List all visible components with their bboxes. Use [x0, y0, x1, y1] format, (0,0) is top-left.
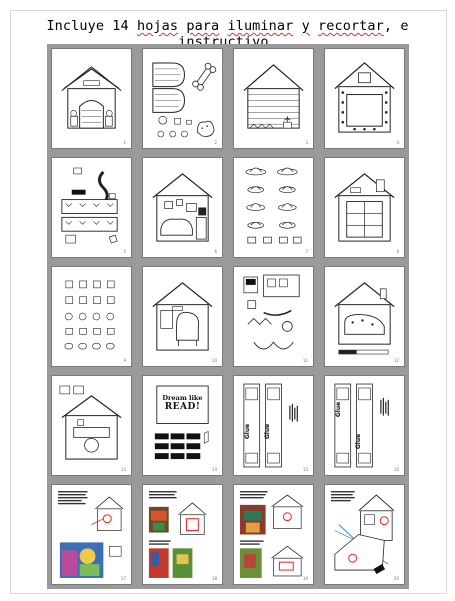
page-number: 11 — [302, 358, 308, 363]
thumbnail-cutouts-letter-bone[interactable]: 2 — [142, 48, 223, 149]
instructions-3-illustration — [239, 491, 304, 578]
glue-tabs-a-illustration — [243, 383, 298, 468]
doghouse-desk-illustration — [59, 385, 122, 460]
glue-label: Glue — [335, 401, 343, 418]
doghouse-bedroom-illustration — [152, 173, 213, 242]
page-number: 18 — [211, 576, 217, 581]
thumbnail-instructions-2[interactable]: 18 — [142, 484, 223, 585]
page-number: 16 — [393, 467, 399, 472]
thumbnail-glue-tabs-a[interactable]: Glue Glue 15 — [233, 375, 314, 476]
instructions-2-illustration — [148, 491, 207, 578]
caption-word-para: para — [186, 18, 220, 34]
cutouts-letter-bone-illustration — [152, 62, 217, 138]
mixed-cutouts-illustration — [243, 274, 300, 350]
doghouse-frame-illustration — [334, 62, 395, 133]
doghouse-chair-illustration — [152, 282, 213, 351]
thumbnail-dream-read-poster[interactable]: Dream like READ! 14 — [142, 375, 223, 476]
page-number: 19 — [302, 576, 308, 581]
thumbnail-instructions-1[interactable]: 17 — [51, 484, 132, 585]
thumbnail-glue-tabs-b[interactable]: Glue Glue 16 — [324, 375, 405, 476]
page-number: 8 — [396, 249, 399, 254]
caption-prefix: Incluye 14 — [46, 18, 137, 34]
doghouse-siding-illustration — [243, 64, 304, 129]
thumbnail-doghouse-bathtub[interactable]: 12 — [324, 266, 405, 367]
page-number: 7 — [305, 249, 308, 254]
thumbnail-hats-cutouts[interactable]: 7 — [233, 157, 314, 258]
page-number: 13 — [120, 467, 126, 472]
page-number: 6 — [214, 249, 217, 254]
doghouse-front-illustration — [61, 66, 122, 129]
page-number: 2 — [214, 140, 217, 145]
page-number: 15 — [302, 467, 308, 472]
thumbnail-bed-cutouts[interactable]: 5 — [51, 157, 132, 258]
thumbnail-doghouse-front[interactable]: 1 — [51, 48, 132, 149]
thumbnail-small-cutouts[interactable]: 9 — [51, 266, 132, 367]
caption-word-hojas: hojas — [136, 18, 179, 34]
caption: Incluye 14 hojas para iluminar y recorta… — [0, 18, 455, 50]
page-number: 3 — [305, 140, 308, 145]
glue-tabs-b-illustration — [334, 383, 389, 468]
thumbnail-doghouse-chair[interactable]: 10 — [142, 266, 223, 367]
page-number: 1 — [123, 140, 126, 145]
page-number: 5 — [123, 249, 126, 254]
thumbnail-instructions-4[interactable]: 20 — [324, 484, 405, 585]
glue-label: Glue — [264, 423, 272, 440]
bed-cutouts-illustration — [61, 167, 118, 244]
dream-read-frame — [154, 385, 209, 460]
thumbnail-grid: 1 2 — [47, 44, 409, 589]
caption-word-iluminar: iluminar — [227, 18, 294, 34]
doghouse-bathtub-illustration — [334, 282, 395, 355]
caption-space — [219, 18, 227, 34]
page-number: 9 — [123, 358, 126, 363]
instructions-4-illustration — [330, 491, 395, 575]
thumbnail-instructions-3[interactable]: 19 — [233, 484, 314, 585]
doghouse-closet-illustration — [334, 173, 395, 242]
instructions-1-illustration — [57, 491, 124, 578]
caption-space — [293, 18, 301, 34]
glue-label: Glue — [355, 433, 363, 450]
page-number: 20 — [393, 576, 399, 581]
dream-title-line1: Dream like — [162, 394, 203, 402]
thumbnail-doghouse-bedroom[interactable]: 6 — [142, 157, 223, 258]
thumbnail-doghouse-closet[interactable]: 8 — [324, 157, 405, 258]
page-number: 12 — [393, 358, 399, 363]
caption-space — [310, 18, 318, 34]
hats-cutouts-illustration — [245, 167, 302, 244]
thumbnail-doghouse-siding[interactable]: 3 — [233, 48, 314, 149]
page-number: 10 — [211, 358, 217, 363]
page-number: 17 — [120, 576, 126, 581]
small-cutouts-illustration — [64, 280, 115, 350]
caption-word-y: y — [301, 18, 310, 34]
glue-label: Glue — [244, 423, 252, 440]
caption-word-recortar: recortar — [318, 18, 384, 34]
dream-title-line2: READ! — [164, 402, 201, 412]
page-number: 4 — [396, 140, 399, 145]
thumbnail-mixed-cutouts[interactable]: 11 — [233, 266, 314, 367]
thumbnail-doghouse-desk[interactable]: 13 — [51, 375, 132, 476]
thumbnail-doghouse-frame[interactable]: 4 — [324, 48, 405, 149]
page-number: 14 — [211, 467, 217, 472]
